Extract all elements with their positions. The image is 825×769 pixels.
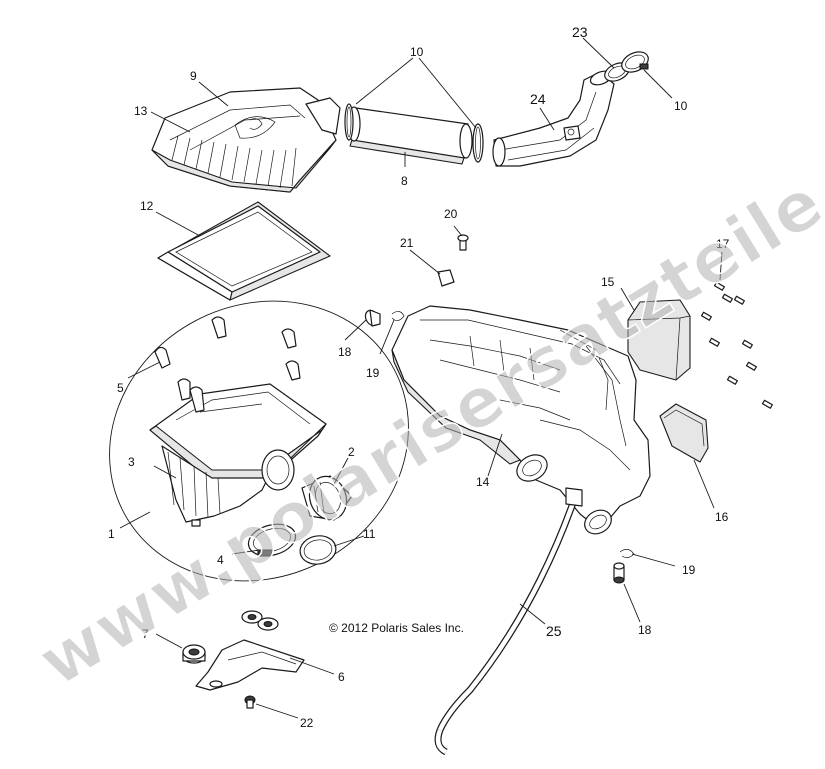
callout-19-left: 19 [366,366,380,380]
callout-6: 6 [338,670,345,684]
callout-17: 17 [716,237,730,251]
callout-13: 13 [134,104,148,118]
callout-2: 2 [348,445,355,459]
callout-16: 16 [715,510,729,524]
callout-21: 21 [400,236,414,250]
bolt-22 [244,695,256,709]
hose-clamp-10b [472,123,484,163]
callout-4: 4 [217,553,224,567]
callout-14: 14 [476,475,490,489]
duct-tube-part [347,106,473,165]
callout-18-left: 18 [338,345,352,359]
callout-labels: 9 13 10 8 23 24 10 12 20 21 17 15 18 19 … [108,24,730,730]
callout-10-top-left: 10 [410,45,424,59]
callout-5: 5 [117,381,124,395]
clamp-11-part [299,535,337,565]
copyright-notice: © 2012 Polaris Sales Inc. [329,621,464,635]
callout-22: 22 [300,716,314,730]
callout-11: 11 [363,527,376,541]
callout-12: 12 [140,199,154,213]
callout-25: 25 [546,623,562,639]
callout-23: 23 [572,24,588,40]
pad-16 [659,403,709,463]
drain-hose-25 [434,487,583,756]
clip-19a [391,311,405,321]
watermark-text: www.polarisersatzteile.de [26,99,825,703]
callout-8: 8 [401,174,408,188]
callout-10-top-right: 10 [674,99,688,113]
callout-3: 3 [128,455,135,469]
intake-clamp-10 [621,51,649,73]
clip-19b [619,549,635,558]
hose-clamp-10a [344,103,354,141]
callout-19-right: 19 [682,563,696,577]
callout-15: 15 [601,275,615,289]
clamp-4-part [247,523,297,557]
callout-18-right: 18 [638,623,652,637]
callout-7: 7 [142,627,149,641]
callout-24: 24 [530,91,546,107]
air-filter-part [157,201,331,301]
leader-lines [119,37,723,719]
callout-9: 9 [190,69,197,83]
grommets-7 [182,610,279,664]
screws-17 [700,281,773,409]
callout-1: 1 [108,527,115,541]
airbox-cover-part [151,87,341,193]
outlet-adapter-part [261,449,353,521]
spring-clips-5 [154,316,301,413]
foam-block-15 [627,299,691,381]
mounting-bracket-6 [195,639,305,691]
fitting-18b [613,562,625,584]
callout-20: 20 [444,207,458,221]
intake-hose-part [492,70,615,167]
intake-manifold-part [391,234,651,535]
fitting-18a [364,309,381,327]
